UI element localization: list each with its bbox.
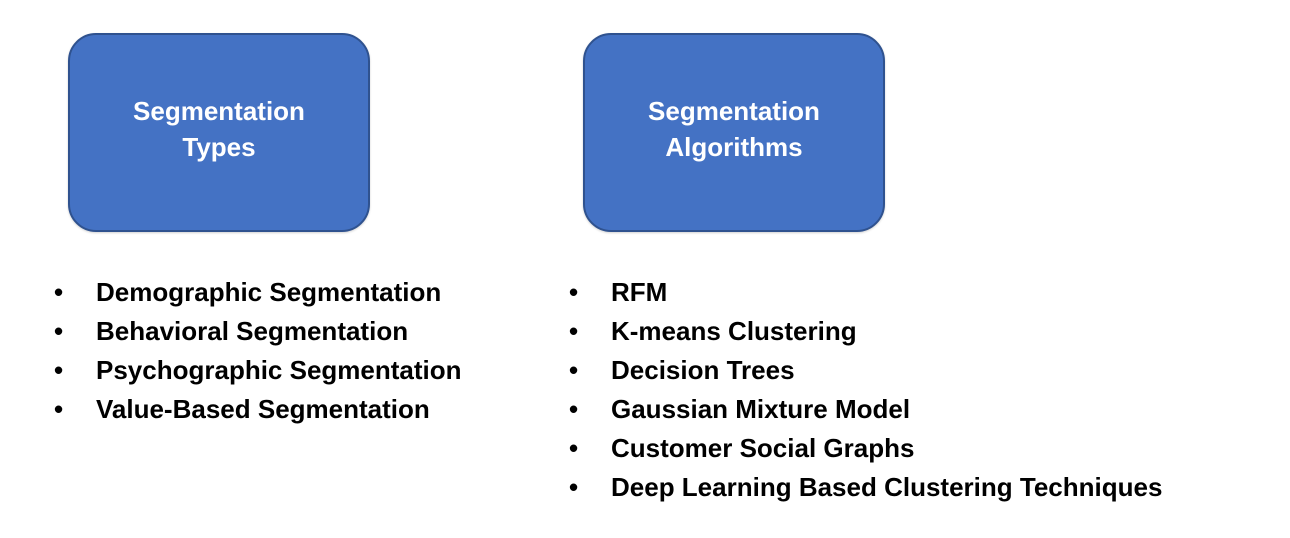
list-item: Customer Social Graphs xyxy=(565,429,1265,468)
segmentation-types-box: Segmentation Types xyxy=(68,33,370,232)
list-item: Gaussian Mixture Model xyxy=(565,390,1265,429)
list-item: Deep Learning Based Clustering Technique… xyxy=(565,468,1265,507)
segmentation-algorithms-list: RFMK-means ClusteringDecision TreesGauss… xyxy=(565,273,1265,507)
list-item: Decision Trees xyxy=(565,351,1265,390)
segmentation-algorithms-box-label: Segmentation Algorithms xyxy=(648,95,820,162)
segmentation-types-list: Demographic SegmentationBehavioral Segme… xyxy=(50,273,530,429)
list-item: RFM xyxy=(565,273,1265,312)
list-item: Value-Based Segmentation xyxy=(50,390,530,429)
segmentation-algorithms-box: Segmentation Algorithms xyxy=(583,33,885,232)
list-item: Psychographic Segmentation xyxy=(50,351,530,390)
segmentation-types-box-label: Segmentation Types xyxy=(133,95,305,162)
list-item: K-means Clustering xyxy=(565,312,1265,351)
list-item: Demographic Segmentation xyxy=(50,273,530,312)
list-item: Behavioral Segmentation xyxy=(50,312,530,351)
